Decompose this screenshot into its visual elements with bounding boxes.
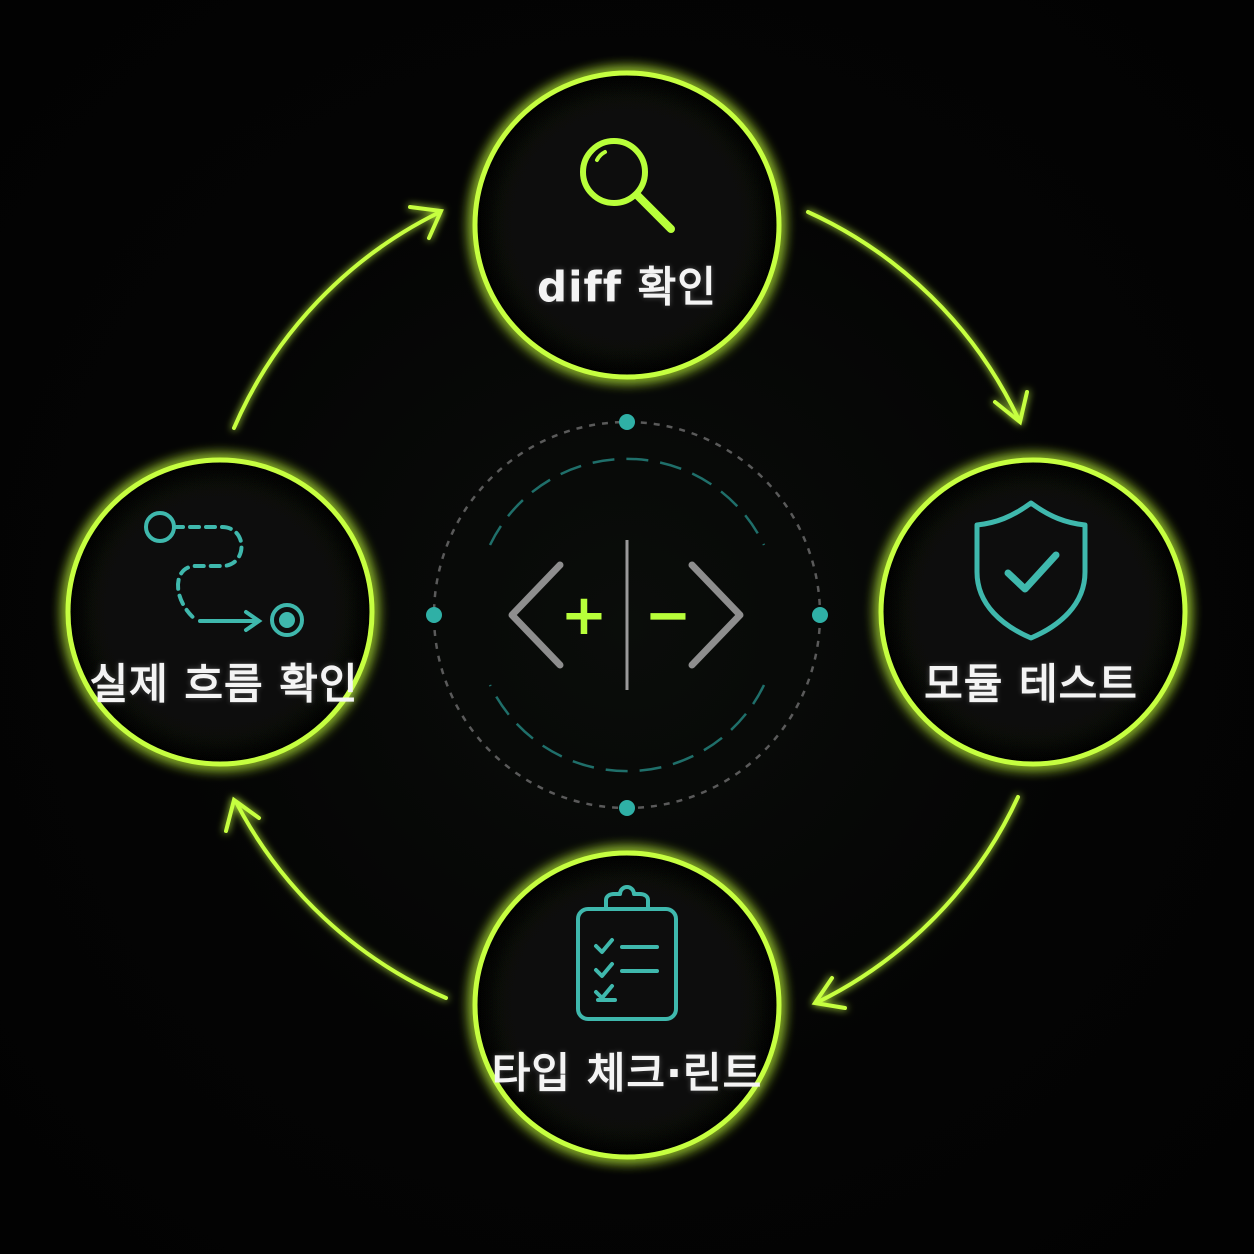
code-diff-icon: + − (508, 540, 744, 690)
arrow-typecheck-to-flow (234, 800, 448, 1000)
left-angle-bracket (508, 561, 564, 669)
shield-check-icon (974, 500, 1088, 641)
arrowhead-diff (408, 205, 444, 240)
flow-path-icon (144, 511, 304, 637)
minus-symbol: − (645, 583, 692, 648)
center-diff-graphic: + − (426, 414, 828, 816)
center-inner-arc-bottom (488, 684, 766, 773)
arrow-diff-to-module-test (806, 210, 1020, 420)
arrowhead-typecheck (811, 976, 847, 1010)
arrowhead-module-test (993, 390, 1029, 426)
right-angle-bracket (688, 561, 744, 669)
step-label-real-flow: 실제 흐름 확인 (89, 659, 359, 709)
clipboard-checklist-icon (576, 885, 678, 1021)
step-label-typecheck-lint: 타입 체크·린트 (491, 1048, 763, 1098)
arrow-flow-to-diff (232, 210, 442, 430)
center-dot-right (812, 607, 828, 623)
plus-symbol: + (561, 583, 608, 648)
center-dot-top (619, 414, 635, 430)
step-label-diff: diff 확인 (537, 262, 717, 312)
node-diff-ring (472, 70, 782, 380)
arrowhead-flow (224, 796, 261, 833)
center-dot-bottom (619, 800, 635, 816)
cycle-arrows (224, 205, 1029, 1010)
arrow-module-test-to-typecheck (816, 795, 1020, 1004)
center-inner-arc-top (488, 457, 766, 546)
magnifier-icon (580, 138, 675, 233)
step-label-module-test: 모듈 테스트 (924, 659, 1138, 709)
center-dot-left (426, 607, 442, 623)
node-module-test-ring (878, 457, 1188, 767)
node-flow-ring (65, 457, 375, 767)
node-typecheck-ring (472, 850, 782, 1160)
node-rings (65, 70, 1188, 1160)
